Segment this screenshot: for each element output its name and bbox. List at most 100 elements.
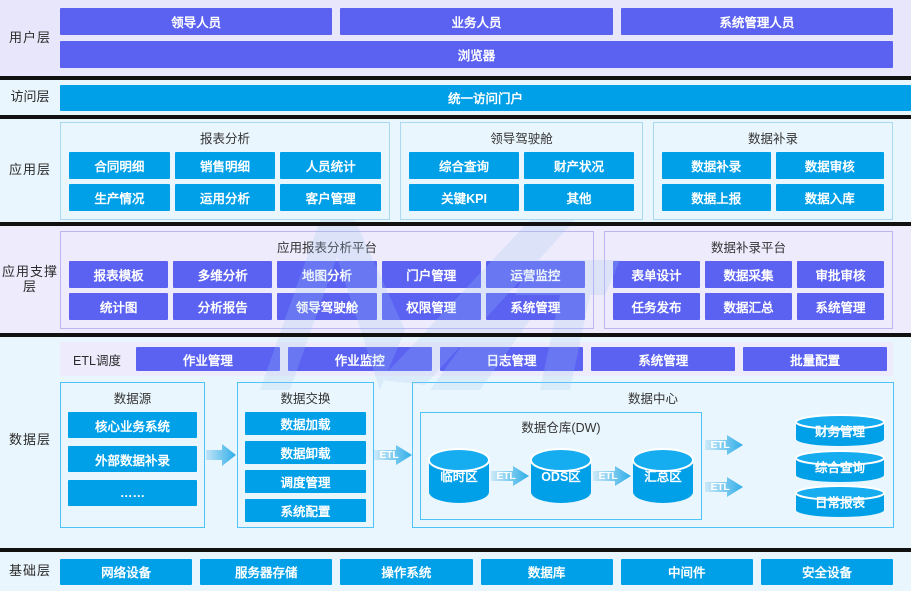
etl-arrow: ETL <box>491 465 529 487</box>
group-title: 数据补录平台 <box>710 240 786 255</box>
arrow-right-icon <box>593 465 631 486</box>
panel-data-center: 数据中心 数据仓库(DW) 临时区 <box>412 382 894 528</box>
database-cylinder-icon <box>428 447 490 503</box>
support-item[interactable]: 分析报告 <box>173 292 273 320</box>
output-label: 日常报表 <box>814 496 865 510</box>
layer-user: 用户层 领导人员 业务人员 系统管理人员 浏览器 <box>0 0 911 76</box>
support-item[interactable]: 审批审核 <box>797 260 884 288</box>
app-item[interactable]: 数据入库 <box>775 183 884 211</box>
layer-support-label: 应用支撑层 <box>1 263 58 294</box>
app-item[interactable]: 数据补录 <box>662 151 771 179</box>
etl-schedule-item[interactable]: 作业管理 <box>136 347 280 371</box>
data-exchange-item[interactable]: 调度管理 <box>245 470 366 493</box>
data-exchange-item[interactable]: 数据卸载 <box>245 441 366 464</box>
layer-user-label: 用户层 <box>8 29 51 45</box>
warehouse-zone-cylinder[interactable]: 临时区 <box>427 447 491 504</box>
separator <box>0 115 911 119</box>
flow-arrow-source-to-exchange <box>205 382 237 528</box>
output-item[interactable]: 综合查询 <box>794 449 886 483</box>
support-item[interactable]: 报表模板 <box>69 260 169 288</box>
group-title: 应用报表分析平台 <box>276 240 377 255</box>
data-center-outputs: 财务管理 综合查询 <box>746 412 886 520</box>
output-cylinder[interactable]: 财务管理 <box>794 414 886 447</box>
etl-schedule-item[interactable]: 日志管理 <box>439 347 584 371</box>
user-role-chip[interactable]: 系统管理人员 <box>620 8 893 35</box>
user-client-row: 浏览器 <box>60 41 893 68</box>
base-item[interactable]: 网络设备 <box>60 558 193 585</box>
base-item[interactable]: 安全设备 <box>760 558 894 585</box>
app-item[interactable]: 其他 <box>524 183 634 211</box>
group-data-entry-platform: 数据补录平台 表单设计 数据采集 审批审核 任务发布 数据汇总 系统管理 <box>604 230 893 329</box>
etl-schedule-item[interactable]: 批量配置 <box>743 347 887 371</box>
layer-access: 访问层 统一访问门户 <box>0 80 911 115</box>
unified-portal-chip[interactable]: 统一访问门户 <box>60 84 911 111</box>
etl-output-arrows: ETL ETL <box>702 412 746 520</box>
database-cylinder-icon <box>530 447 592 503</box>
layer-base-label: 基础层 <box>8 563 51 579</box>
user-role-chip[interactable]: 业务人员 <box>340 8 613 35</box>
support-item[interactable]: 领导驾驶舱 <box>277 292 377 320</box>
etl-arrow: ETL <box>705 476 743 498</box>
base-item[interactable]: 中间件 <box>620 558 753 585</box>
data-source-item[interactable]: 外部数据补录 <box>68 446 197 472</box>
base-item[interactable]: 数据库 <box>480 558 613 585</box>
warehouse-zone-cylinder[interactable]: ODS区 <box>529 447 593 504</box>
support-item[interactable]: 多维分析 <box>173 260 273 288</box>
output-cylinder[interactable]: 综合查询 <box>794 449 886 483</box>
layer-access-label: 访问层 <box>10 89 50 105</box>
layer-data-label: 数据层 <box>8 432 51 447</box>
database-cylinder-icon <box>795 414 885 446</box>
app-item[interactable]: 合同明细 <box>69 151 170 179</box>
app-item[interactable]: 财产状况 <box>524 151 634 179</box>
support-item[interactable]: 系统管理 <box>485 292 585 320</box>
support-item[interactable]: 系统管理 <box>797 292 884 320</box>
separator <box>0 76 911 80</box>
app-item[interactable]: 数据审核 <box>775 151 884 179</box>
flow-arrow-exchange-to-center: ETL <box>374 382 412 528</box>
app-item[interactable]: 运用分析 <box>174 183 276 211</box>
support-item[interactable]: 地图分析 <box>277 260 377 288</box>
app-item[interactable]: 销售明细 <box>174 151 276 179</box>
output-item[interactable]: 财务管理 <box>794 414 886 447</box>
layer-application: 应用层 报表分析 合同明细 销售明细 人员统计 生产情况 运用分析 客户管理 领… <box>0 119 911 222</box>
browser-chip[interactable]: 浏览器 <box>60 41 893 68</box>
app-item[interactable]: 生产情况 <box>69 183 170 211</box>
output-label: 财务管理 <box>814 425 865 439</box>
support-item[interactable]: 任务发布 <box>613 292 700 320</box>
etl-schedule-strip: ETL调度 作业管理 作业监控 日志管理 系统管理 批量配置 <box>60 342 893 376</box>
base-item[interactable]: 服务器存储 <box>200 558 333 585</box>
app-item[interactable]: 综合查询 <box>409 151 519 179</box>
support-item[interactable]: 数据采集 <box>705 260 792 288</box>
warehouse-zone-cylinder[interactable]: 汇总区 <box>631 447 695 504</box>
support-item[interactable]: 表单设计 <box>613 260 700 288</box>
zone-label: ODS区 <box>541 470 581 484</box>
support-item[interactable]: 统计图 <box>69 292 169 320</box>
etl-schedule-item[interactable]: 系统管理 <box>591 347 736 371</box>
base-item[interactable]: 操作系统 <box>340 558 473 585</box>
layer-base: 基础层 网络设备 服务器存储 操作系统 数据库 中间件 安全设备 <box>0 552 911 591</box>
arrow-right-icon <box>374 445 412 465</box>
app-item[interactable]: 数据上报 <box>662 183 771 211</box>
output-label: 综合查询 <box>814 460 865 475</box>
panel-title: 数据交换 <box>280 392 331 406</box>
support-item[interactable]: 运营监控 <box>485 260 585 288</box>
support-item[interactable]: 门户管理 <box>381 260 481 288</box>
app-item[interactable]: 关键KPI <box>409 183 519 211</box>
group-title: 领导驾驶舱 <box>490 131 553 146</box>
output-item[interactable]: 日常报表 <box>794 485 886 518</box>
support-item[interactable]: 权限管理 <box>381 292 481 320</box>
data-source-item[interactable]: 核心业务系统 <box>68 412 197 438</box>
app-item[interactable]: 客户管理 <box>280 183 381 211</box>
user-role-chip[interactable]: 领导人员 <box>60 8 333 35</box>
output-cylinder[interactable]: 日常报表 <box>794 485 886 518</box>
group-report-analysis: 报表分析 合同明细 销售明细 人员统计 生产情况 运用分析 客户管理 <box>60 121 390 220</box>
data-exchange-item[interactable]: 数据加载 <box>245 412 366 435</box>
etl-schedule-item[interactable]: 作业监控 <box>287 347 432 371</box>
panel-data-source: 数据源 核心业务系统 外部数据补录 …… <box>60 382 205 528</box>
app-item[interactable]: 人员统计 <box>280 151 381 179</box>
panel-data-exchange: 数据交换 数据加载 数据卸载 调度管理 系统配置 <box>237 382 374 528</box>
support-item[interactable]: 数据汇总 <box>705 292 792 320</box>
zone-label: 临时区 <box>440 470 478 484</box>
data-source-item[interactable]: …… <box>68 480 197 506</box>
data-exchange-item[interactable]: 系统配置 <box>245 499 366 522</box>
